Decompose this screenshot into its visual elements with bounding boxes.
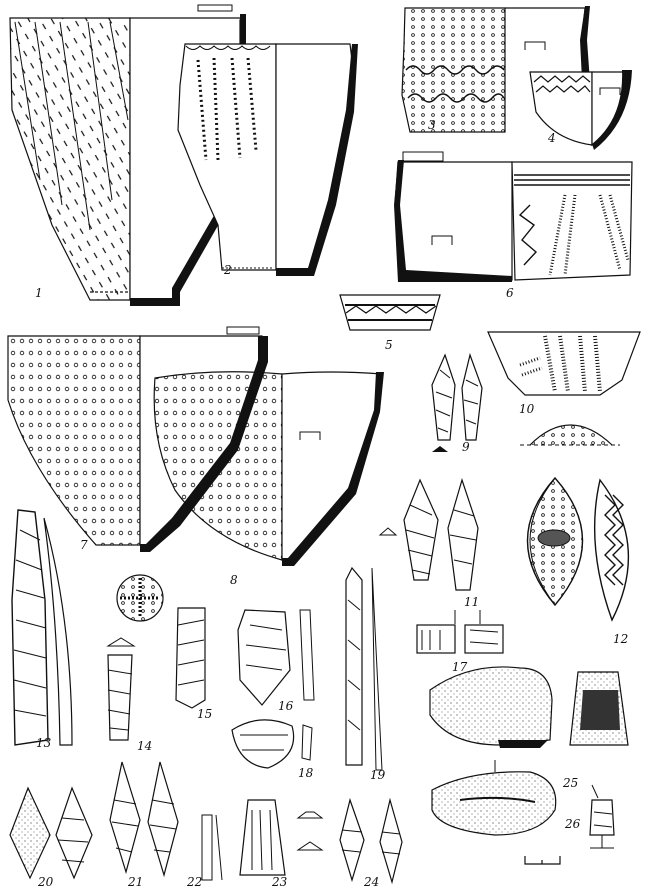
vessel-2 [177, 43, 358, 276]
artifact-25 [429, 666, 629, 836]
label-8: 8 [230, 573, 238, 587]
label-16: 16 [278, 699, 294, 713]
label-10: 10 [519, 402, 535, 416]
label-11: 11 [464, 595, 479, 609]
label-24: 24 [363, 875, 379, 889]
label-12: 12 [613, 632, 628, 646]
label-4: 4 [547, 131, 556, 145]
vessel-10 [487, 331, 641, 446]
label-14: 14 [137, 739, 152, 753]
label-5: 5 [385, 338, 393, 352]
vessel-5 [339, 294, 441, 331]
label-9: 9 [462, 440, 470, 454]
label-2: 2 [223, 263, 232, 277]
artifact-26 [589, 784, 615, 849]
artifact-19 [345, 566, 383, 771]
label-25: 25 [562, 776, 578, 790]
label-23: 23 [271, 875, 288, 889]
artifact-9 [431, 352, 483, 452]
vessel-8 [153, 371, 384, 566]
artifact-14 [106, 637, 136, 741]
label-13: 13 [36, 736, 52, 750]
artifact-15 [175, 607, 206, 709]
label-1: 1 [35, 286, 43, 300]
label-17: 17 [452, 660, 468, 674]
artifact-23 [239, 799, 324, 876]
label-3: 3 [428, 118, 436, 132]
vessel-6 [394, 151, 633, 282]
artifact-13 [11, 509, 73, 746]
label-20: 20 [37, 875, 54, 889]
artifact-24 [339, 797, 403, 885]
artifact-11 [378, 477, 479, 591]
vessel-4 [529, 70, 632, 150]
label-7: 7 [80, 538, 88, 552]
label-26: 26 [564, 817, 581, 831]
artifact-22 [201, 814, 223, 881]
label-15: 15 [197, 707, 212, 721]
artifact-12 [526, 476, 630, 622]
artifact-20 [9, 786, 93, 880]
artifact-17 [416, 610, 504, 654]
label-18: 18 [298, 766, 314, 780]
label-19: 19 [370, 768, 386, 782]
label-21: 21 [127, 875, 143, 889]
artifact-21 [109, 761, 179, 878]
scale-bar [524, 856, 561, 865]
artifact-16 [237, 609, 315, 706]
label-22: 22 [186, 875, 202, 889]
label-6: 6 [506, 286, 514, 300]
artifact-18 [231, 719, 313, 769]
